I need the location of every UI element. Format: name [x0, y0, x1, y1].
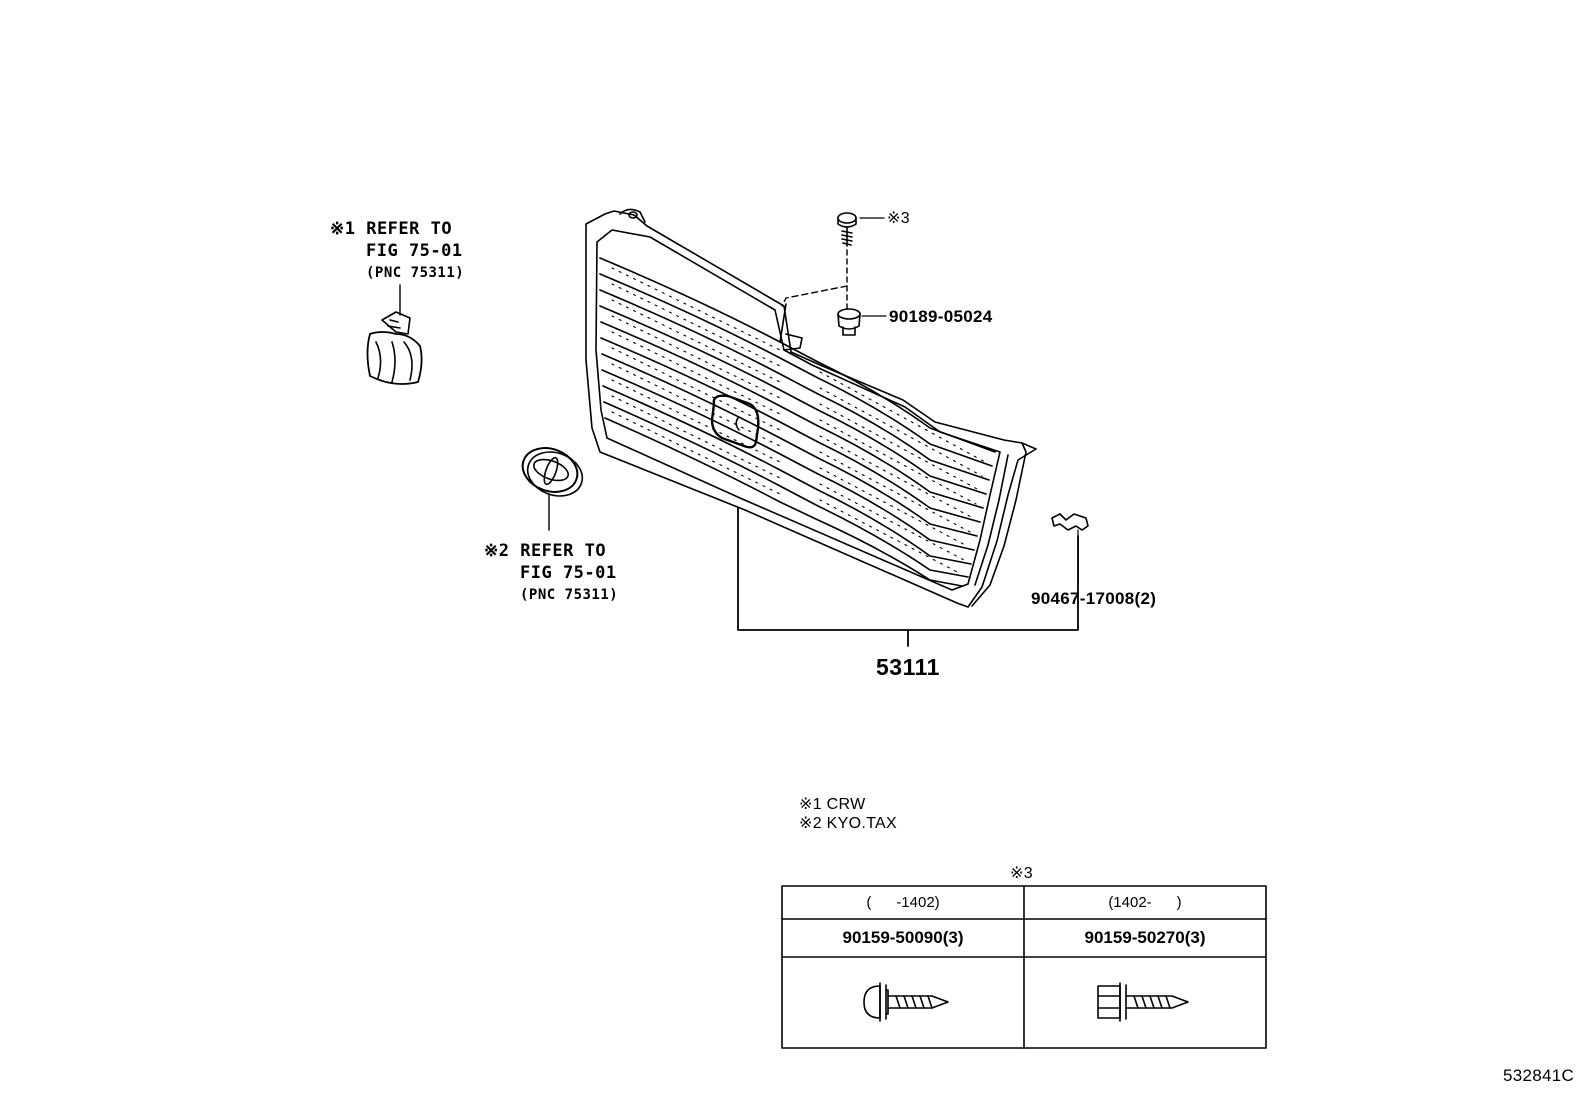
radiator-grille-icon: [585, 208, 1079, 647]
screw-icon: [837, 212, 885, 247]
clip-part-number: 90189-05024: [889, 307, 993, 326]
table-part-col2: 90159-50270(3): [1084, 928, 1206, 947]
clip-icon: [837, 308, 887, 336]
ref1-line3: (PNC 75311): [366, 265, 465, 281]
hex-head-screw-icon: [1097, 982, 1189, 1022]
toyota-emblem-icon: [521, 447, 584, 531]
table-part-col1: 90159-50090(3): [842, 928, 964, 947]
nut-clip-icon: [1051, 513, 1089, 585]
grille-part-number: 53111: [876, 654, 940, 680]
table-range-col1: ( -1402): [866, 894, 940, 911]
variant-table: [781, 885, 1267, 1049]
ref1-line2: FIG 75-01: [366, 241, 463, 261]
nut-part-number: 90467-17008(2): [1031, 589, 1157, 608]
table-title: ※3: [1010, 865, 1033, 882]
note-2: ※2 KYO.TAX: [799, 815, 897, 832]
screw-note-label: ※3: [887, 210, 910, 227]
round-head-screw-icon: [863, 982, 949, 1022]
ref1-line1: ※1 REFER TO: [330, 219, 453, 239]
figure-id: 532841C: [1503, 1066, 1575, 1085]
ref2-line1: ※2 REFER TO: [484, 541, 607, 561]
crown-emblem-icon: [366, 284, 423, 385]
ref2-line3: (PNC 75311): [520, 587, 619, 603]
note-1: ※1 CRW: [799, 796, 866, 813]
table-range-col2: (1402- ): [1108, 894, 1182, 911]
ref2-line2: FIG 75-01: [520, 563, 617, 583]
